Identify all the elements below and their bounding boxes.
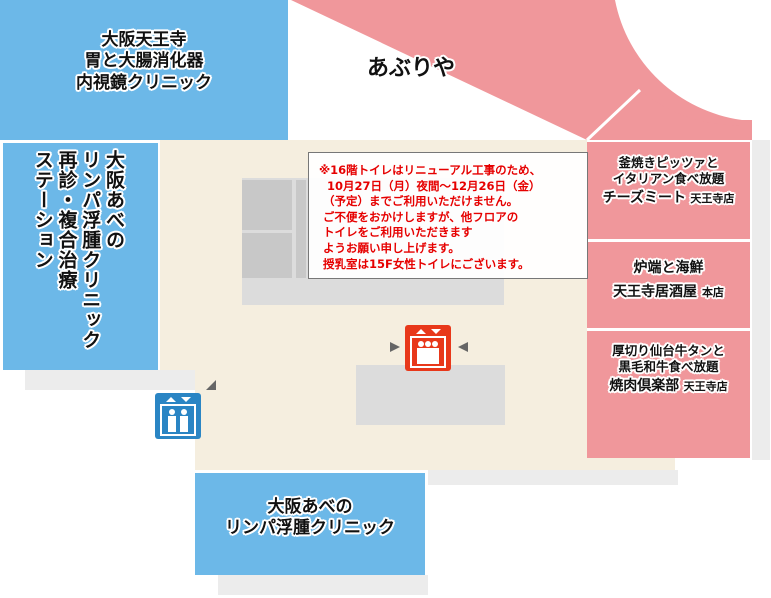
label-line: 内視鏡クリニック [76,72,212,93]
arrow-icon [458,342,468,352]
toilet-icon [296,180,306,278]
label-line: 再診・複合治療 [55,150,78,290]
store-branch: 天王寺店 [690,192,735,206]
store-name: あぶりや [366,56,455,81]
store-name: チーズミート [602,190,686,207]
store-name: 天王寺居酒屋 [613,283,698,300]
store-aburiya-label: あぶりや [291,55,531,83]
store-endoscopy-label: 大阪天王寺 胃と大腸消化器 内視鏡クリニック [0,30,288,94]
label-line: イタリアン食べ放題 [612,170,725,186]
label-line: 黒毛和牛食べ放題 [618,358,719,374]
store-lymph-clinic-area[interactable] [195,473,425,575]
store-branch: 天王寺店 [683,380,728,394]
shadow [428,470,678,485]
shadow [25,370,195,390]
store-name: 焼肉倶楽部 [609,378,680,395]
arrow-icon [390,342,400,352]
store-branch: 本店 [701,285,724,299]
store-izakaya-label: 炉端と海鮮 天王寺居酒屋 本店 [587,260,750,301]
toilet-renovation-notice: ※16階トイレはリニューアル工事のため、 10月27日（月）夜間～12月26日（… [308,152,588,279]
store-lymph-clinic-label: 大阪あべの リンパ浮腫クリニック [195,497,425,540]
label-line: リンパ浮腫クリニック [79,150,102,350]
store-endoscopy-area[interactable] [0,0,288,140]
store-lymph-station-area[interactable] [3,143,158,370]
toilet-icon [242,233,292,278]
elevator-hall [356,365,505,425]
store-cheese-meat-label: 釜焼きピッツァと イタリアン食べ放題 チーズミート 天王寺店 [587,155,750,208]
label-line: 炉端と海鮮 [633,260,704,276]
store-lymph-station-label: 大阪あべの リンパ浮腫クリニック 再診・複合治療 ステーション [20,150,135,360]
label-line: 大阪あべの [103,150,125,250]
label-line: ステーション [31,150,54,270]
elevator-icon [155,393,201,439]
toilet-icon [242,180,292,230]
store-izakaya-area[interactable] [587,242,750,328]
store-cheese-meat-area[interactable] [587,142,750,239]
label-line: リンパ浮腫クリニック [225,518,395,539]
label-line: 大阪天王寺 [101,30,187,50]
label-line: 胃と大腸消化器 [84,51,204,72]
shadow [218,575,428,595]
label-line: 厚切り仙台牛タンと [612,343,725,358]
label-line: 釜焼きピッツァと [618,155,719,170]
elevator-icon [405,325,451,371]
label-line: 大阪あべの [267,497,353,517]
shadow [752,140,770,460]
store-yakiniku-area[interactable] [587,331,750,458]
store-yakiniku-label: 厚切り仙台牛タンと 黒毛和牛食べ放題 焼肉倶楽部 天王寺店 [587,343,750,396]
arrow-icon [206,380,216,390]
